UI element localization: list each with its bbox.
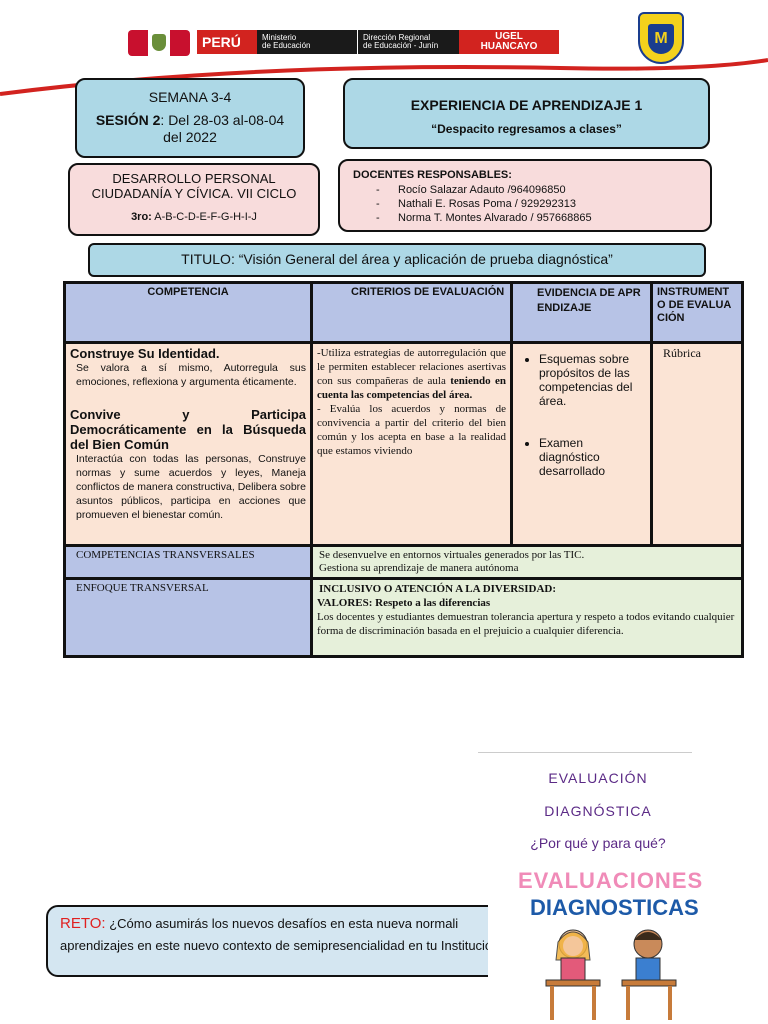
area-line1: DESARROLLO PERSONAL (112, 171, 276, 186)
peru-label: PERÚ (197, 30, 257, 54)
docente-item: - Nathali E. Rosas Poma / 929292313 (376, 198, 576, 210)
criterio1: -Utiliza estrategias de autorregulación … (317, 347, 506, 401)
docentes-box: DOCENTES RESPONSABLES: - Rocío Salazar A… (338, 159, 712, 232)
evidencia-item: Esquemas sobre propósitos de las compete… (539, 352, 646, 408)
transversales-cell: Se desenvuelve en entornos virtuales gen… (310, 544, 744, 580)
ministerio-label: Ministerio de Educación (257, 30, 357, 54)
enfoque-label: ENFOQUE TRANSVERSAL (63, 577, 313, 658)
minedu-banner: PERÚ Ministerio de Educación Dirección R… (197, 30, 559, 54)
header-competencia: COMPETENCIA (63, 281, 313, 344)
reto-label: RETO: (60, 915, 106, 932)
grade-sections: 3ro: A-B-C-D-E-F-G-H-I-J (131, 211, 257, 223)
semana-box: SEMANA 3-4 SESIÓN 2: Del 28-03 al-08-04 … (75, 78, 305, 158)
evaluacion-line3: ¿Por qué y para qué? (530, 835, 666, 851)
experiencia-box: EXPERIENCIA DE APRENDIZAJE 1 “Despacito … (343, 78, 710, 149)
valores-title: VALORES: Respeto a las diferencias (317, 597, 491, 609)
students-drawing (545, 929, 677, 1020)
transversales-label: COMPETENCIAS TRANSVERSALES (63, 544, 313, 580)
government-shield-logo (128, 30, 190, 56)
transversal-line: Se desenvuelve en entornos virtuales gen… (319, 549, 585, 561)
competencia1-title: Construye Su Identidad. (70, 346, 220, 361)
competencia-cell: Construye Su Identidad. Se valora a sí m… (63, 341, 313, 547)
school-crest-logo: M (638, 12, 684, 64)
reto-line2: aprendizajes en este nuevo contexto de s… (60, 938, 500, 953)
banner-diagnosticas: DIAGNOSTICAS (530, 895, 699, 920)
header-evidencia: EVIDENCIA DE APRENDIZAJE (510, 281, 653, 344)
enfoque-title: INCLUSIVO O ATENCIÓN A LA DIVERSIDAD: (319, 583, 557, 595)
header-instrumento: INSTRUMENTO DE EVALUACIÓN (650, 281, 744, 344)
semana-title: SEMANA 3-4 (148, 89, 232, 105)
docente-item: - Norma T. Montes Alvarado / 957668865 (376, 212, 592, 224)
reto-line1: RETO: ¿Cómo asumirás los nuevos desafíos… (60, 915, 459, 932)
divider-line (478, 752, 692, 753)
evaluacion-line1: EVALUACIÓN (548, 770, 648, 786)
direccion-label: Dirección Regional de Educación - Junín (357, 30, 459, 54)
criterio2: - Evalúa los acuerdos y normas de conviv… (317, 403, 506, 457)
header-criterios: CRITERIOS DE EVALUACIÓN (310, 281, 513, 344)
competencia2-text: Interactúa con todas las personas, Const… (76, 453, 306, 521)
instrumento-cell: Rúbrica (650, 341, 744, 547)
enfoque-cell: INCLUSIVO O ATENCIÓN A LA DIVERSIDAD: VA… (310, 577, 744, 658)
evidencia-item: Examen diagnóstico desarrollado (539, 436, 646, 478)
area-line2: CIUDADANÍA Y CÍVICA. VII CICLO (91, 186, 297, 201)
experiencia-subtitle: “Despacito regresamos a clases” (431, 122, 622, 136)
banner-evaluaciones: EVALUACIONES (518, 868, 704, 893)
evaluacion-line2: DIAGNÓSTICA (544, 803, 652, 819)
criterios-cell: -Utiliza estrategias de autorregulación … (310, 341, 513, 547)
area-box: DESARROLLO PERSONAL CIUDADANÍA Y CÍVICA.… (68, 163, 320, 236)
titulo-box: TITULO: “Visión General del área y aplic… (88, 243, 706, 277)
docentes-list: - Rocío Salazar Adauto /964096850 - Nath… (376, 183, 710, 225)
competencia1-text: Se valora a sí mismo, Autorregula sus em… (76, 362, 306, 388)
titulo-text: TITULO: “Visión General del área y aplic… (181, 251, 613, 267)
evaluaciones-illustration: EVALUACIONES DIAGNOSTICAS (488, 860, 708, 1024)
planning-table: COMPETENCIA CRITERIOS DE EVALUACIÓN EVID… (63, 281, 744, 658)
docente-item: - Rocío Salazar Adauto /964096850 (376, 184, 566, 196)
ugel-label: UGEL HUANCAYO (459, 30, 559, 54)
competencia2-title: Convive y Participa Democráticamente en … (70, 407, 306, 452)
evidencia-cell: Esquemas sobre propósitos de las compete… (510, 341, 653, 547)
transversal-line: Gestiona su aprendizaje de manera autóno… (319, 562, 519, 574)
session-dates: SESIÓN 2: Del 28-03 al-08-04 del 2022 (95, 112, 285, 145)
docentes-title: DOCENTES RESPONSABLES: (353, 169, 512, 181)
experiencia-title: EXPERIENCIA DE APRENDIZAJE 1 (410, 97, 643, 113)
enfoque-text: Los docentes y estudiantes demuestran to… (317, 611, 735, 637)
